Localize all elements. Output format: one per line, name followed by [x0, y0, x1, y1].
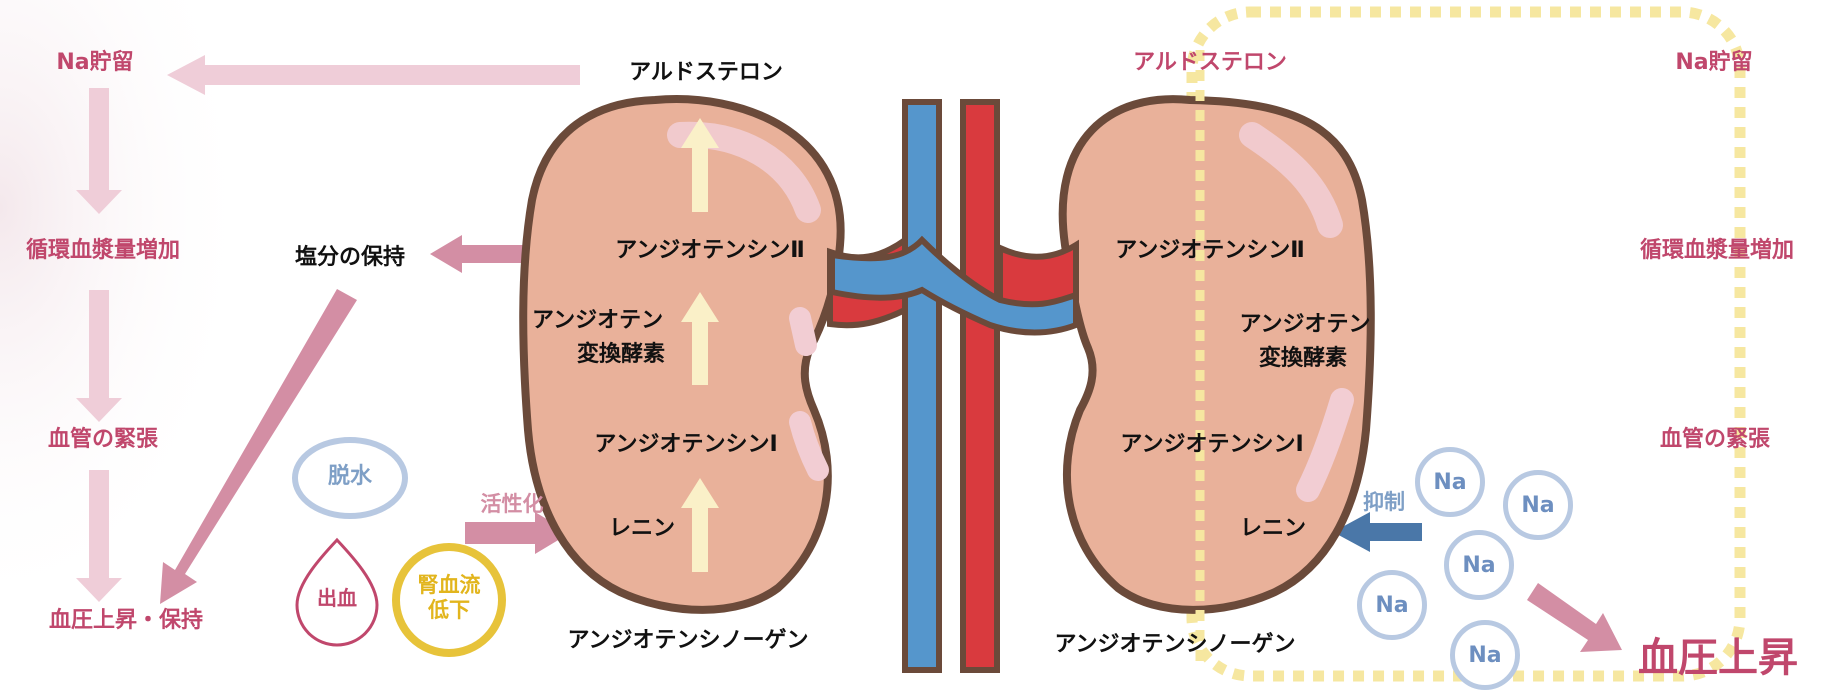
left-na-retention: Na貯留 — [56, 50, 133, 76]
left-angiotensinogen: アンジオテンシノーゲン — [567, 628, 808, 654]
right-plasma-increase: 循環血漿量増加 — [1640, 238, 1794, 264]
left-renin: レニン — [609, 516, 675, 542]
left-angiotensin2: アンジオテンシンⅡ — [615, 238, 805, 264]
left-ace-line2: 変換酵素 — [577, 342, 665, 368]
sodium-particle: Na — [1444, 530, 1514, 600]
sodium-particle: Na — [1357, 570, 1427, 640]
left-ace-line1: アンジオテン — [532, 308, 663, 334]
renal-flow-line2: 低下 — [418, 598, 481, 623]
right-vascular-tension: 血管の緊張 — [1660, 427, 1770, 453]
right-renin: レニン — [1240, 516, 1306, 542]
blood-vessels — [830, 102, 1076, 670]
salt-retention: 塩分の保持 — [295, 245, 405, 271]
right-ace-line2: 変換酵素 — [1259, 346, 1347, 372]
arrow-na-to-bp — [1527, 583, 1622, 652]
bp-rise-big: 血圧上昇 — [1638, 634, 1798, 682]
left-bp-rise-maintain: 血圧上昇・保持 — [49, 608, 203, 634]
right-angiotensin2: アンジオテンシンⅡ — [1115, 238, 1305, 264]
bleeding-label: 出血 — [317, 586, 357, 610]
left-vascular-tension: 血管の緊張 — [48, 427, 158, 453]
right-angiotensinogen: アンジオテンシノーゲン — [1054, 632, 1295, 658]
right-na-retention: Na貯留 — [1675, 50, 1752, 76]
renal-flow-line1: 腎血流 — [418, 573, 481, 598]
sodium-particle: Na — [1503, 470, 1573, 540]
left-aldosterone: アルドステロン — [629, 60, 783, 86]
dehydration-label: 脱水 — [328, 464, 372, 490]
left-plasma-increase: 循環血漿量増加 — [26, 238, 180, 264]
right-ace-line1: アンジオテン — [1239, 312, 1370, 338]
sodium-particle: Na — [1415, 447, 1485, 517]
left-angiotensin1: アンジオテンシンⅠ — [594, 432, 777, 458]
right-angiotensin1: アンジオテンシンⅠ — [1120, 432, 1303, 458]
arrow-kidney-to-salt — [430, 235, 535, 273]
suppression-label: 抑制 — [1363, 490, 1405, 515]
sodium-particle: Na — [1450, 620, 1520, 690]
right-aldosterone: アルドステロン — [1133, 50, 1287, 76]
activation-label: 活性化 — [481, 492, 544, 517]
renal-flow-label: 腎血流 低下 — [418, 573, 481, 623]
left-kidney — [523, 99, 840, 610]
